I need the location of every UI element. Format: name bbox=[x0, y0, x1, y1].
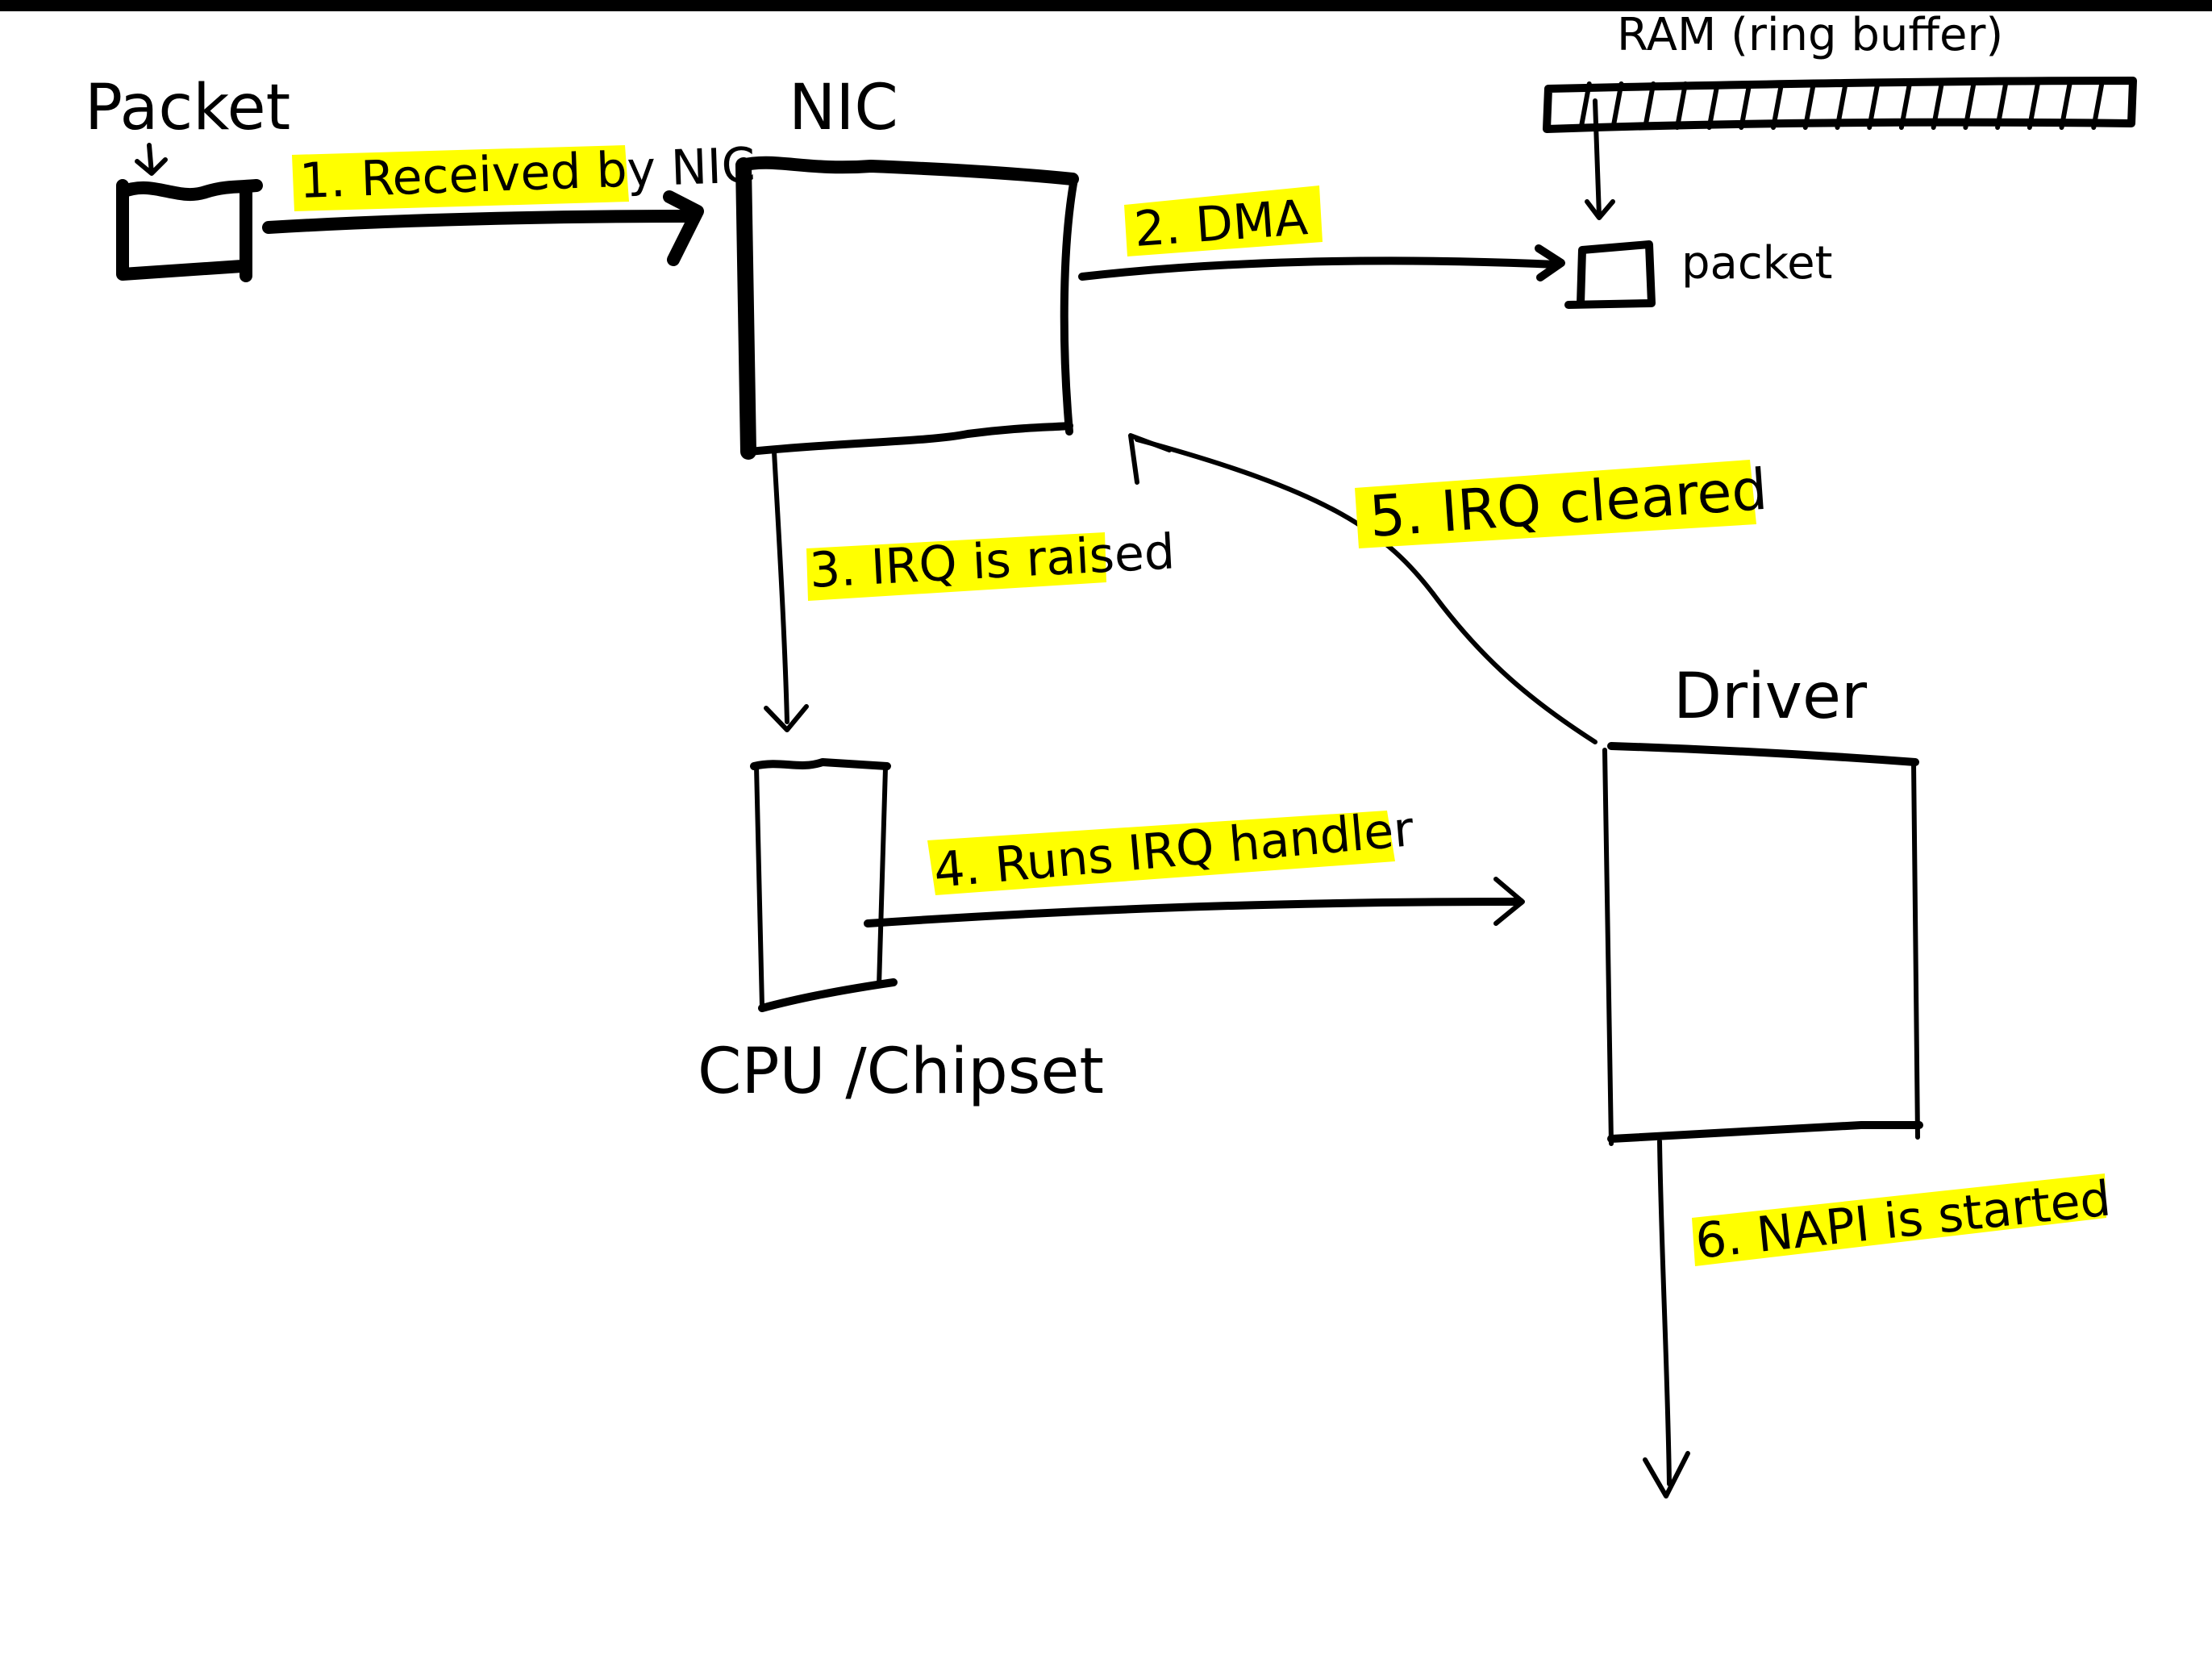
step-2-label: 2. DMA bbox=[1132, 190, 1310, 258]
nic-box-top bbox=[735, 156, 1079, 185]
ring-buffer-slot-divider bbox=[1578, 81, 1592, 130]
ring-buffer-slot-divider bbox=[2027, 81, 2040, 130]
ram-packet-box bbox=[1564, 240, 1656, 309]
driver-box-top bbox=[1607, 742, 1919, 766]
ring-buffer-slot-divider bbox=[1739, 81, 1752, 130]
ring-buffer-slot-divider bbox=[1771, 81, 1785, 130]
step-3-label: 3. IRQ is raised bbox=[808, 523, 1176, 599]
step-6-arrowhead bbox=[1643, 1451, 1690, 1499]
packet-source-label: Packet bbox=[85, 72, 290, 144]
step-1-arrowhead bbox=[663, 190, 704, 266]
step-4-arrowhead bbox=[1493, 877, 1525, 926]
step-5-arrowhead bbox=[1128, 433, 1172, 485]
ring-to-packet-arrowhead bbox=[1585, 199, 1615, 220]
step-3-arrowhead bbox=[764, 704, 809, 732]
driver-box-right bbox=[1911, 760, 1920, 1140]
ring-buffer-slot-divider bbox=[1898, 81, 1912, 130]
step-4-highlight bbox=[927, 811, 1395, 895]
step-3-arrow bbox=[772, 449, 789, 724]
ring-buffer-slot-divider bbox=[1610, 81, 1624, 130]
ring-buffer-slot-divider bbox=[1835, 81, 1848, 130]
step-1-highlight bbox=[292, 145, 629, 211]
cpu-box-bottom bbox=[758, 978, 898, 1012]
ring-buffer-slot-divider bbox=[2059, 81, 2072, 130]
step-3: 3. IRQ is raised bbox=[764, 449, 1177, 732]
ring-to-packet-arrow bbox=[1593, 98, 1602, 219]
step-2-arrowhead bbox=[1535, 244, 1565, 281]
nic-box-left bbox=[735, 157, 756, 460]
step-5-highlight bbox=[1355, 460, 1756, 548]
ring-buffer-slot-divider bbox=[1643, 81, 1656, 130]
packet-source: Packet bbox=[85, 72, 290, 282]
driver-box-bottom bbox=[1607, 1121, 1923, 1143]
step-1-arrow bbox=[262, 210, 696, 234]
step-2-arrow bbox=[1078, 256, 1560, 281]
driver: Driver bbox=[1602, 661, 1923, 1146]
ring-buffer-outline bbox=[1543, 77, 2137, 133]
ring-buffer-slots bbox=[1578, 81, 2105, 130]
step-2-highlight bbox=[1124, 185, 1323, 256]
ring-buffer-slot-divider bbox=[1995, 81, 2009, 130]
step-6-highlight bbox=[1692, 1173, 2106, 1266]
step-4-label: 4. Runs IRQ handler bbox=[931, 801, 1416, 899]
ram-ring-buffer: RAM (ring buffer) bbox=[1543, 9, 2137, 220]
top-border bbox=[0, 0, 2212, 11]
ring-buffer-slot-divider bbox=[1674, 81, 1688, 130]
cpu-chipset: CPU /Chipset bbox=[698, 758, 1104, 1108]
cpu-box-right bbox=[877, 765, 888, 988]
packet-box bbox=[116, 179, 263, 282]
cpu-box-left bbox=[754, 764, 764, 1009]
step-5-label: 5. IRQ cleared bbox=[1367, 456, 1769, 550]
nic-label: NIC bbox=[789, 72, 898, 144]
nic-box-right bbox=[1060, 175, 1078, 436]
step-3-highlight bbox=[806, 532, 1106, 601]
ring-buffer-slot-divider bbox=[1867, 81, 1881, 130]
step-1: 1. Received by NIC bbox=[262, 137, 756, 266]
step-2: 2. DMA bbox=[1078, 185, 1565, 281]
ring-buffer-slot-divider bbox=[1931, 81, 1944, 130]
ram-label: RAM (ring buffer) bbox=[1617, 9, 2003, 61]
packet-pointer-arrow bbox=[135, 143, 168, 176]
step-6: 6. NAPI is started bbox=[1643, 1139, 2114, 1499]
step-6-label: 6. NAPI is started bbox=[1693, 1170, 2113, 1270]
cpu-box-top bbox=[750, 758, 891, 770]
nic: NIC bbox=[735, 72, 1079, 460]
step-1-label: 1. Received by NIC bbox=[298, 137, 756, 210]
step-4-arrow bbox=[864, 898, 1524, 927]
ring-buffer-slot-divider bbox=[1963, 81, 1977, 130]
driver-label: Driver bbox=[1673, 661, 1868, 733]
ring-buffer-slot-divider bbox=[2091, 81, 2105, 130]
ring-buffer-slot-divider bbox=[1706, 81, 1720, 130]
ring-buffer-slot-divider bbox=[1802, 81, 1816, 130]
ram-packet: packet bbox=[1564, 237, 1833, 309]
nic-box-bottom bbox=[746, 422, 1073, 456]
step-6-arrow bbox=[1657, 1139, 1672, 1486]
cpu-label: CPU /Chipset bbox=[698, 1036, 1104, 1108]
driver-box-left bbox=[1602, 748, 1614, 1146]
step-5-arrow bbox=[1135, 437, 1598, 744]
step-4: 4. Runs IRQ handler bbox=[864, 801, 1525, 927]
ram-packet-label: packet bbox=[1681, 237, 1833, 290]
